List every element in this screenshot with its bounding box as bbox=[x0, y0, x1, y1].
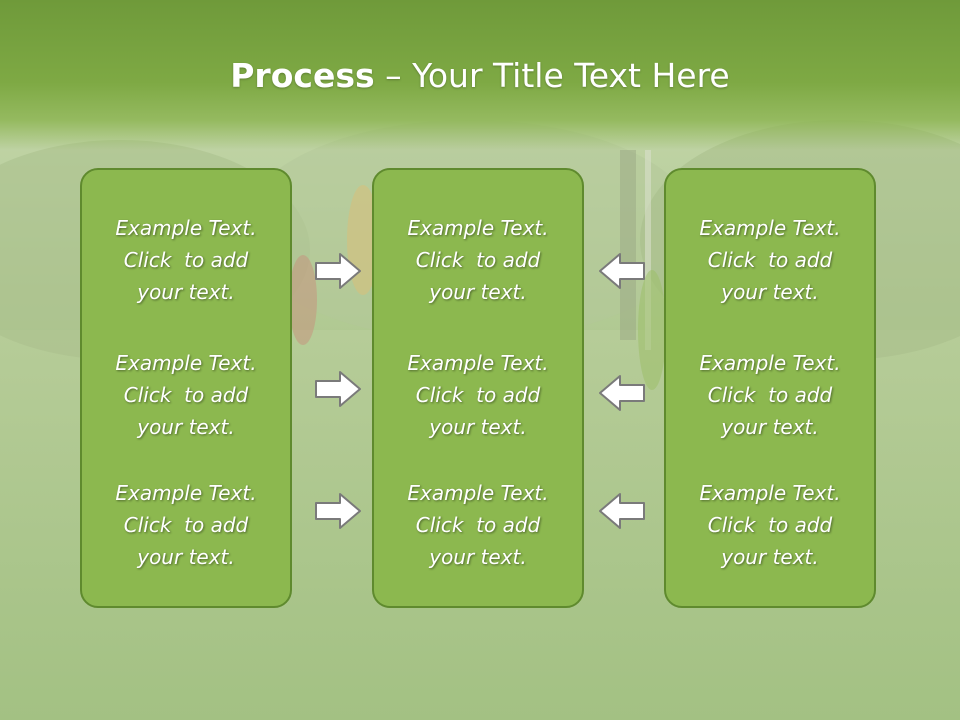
text-line: Click to add bbox=[707, 248, 833, 272]
arrow-left-icon bbox=[599, 375, 645, 411]
text-line: Click to add bbox=[123, 248, 249, 272]
text-line: Click to add bbox=[123, 383, 249, 407]
text-line: Click to add bbox=[415, 513, 541, 537]
text-item[interactable]: Example Text. Click to add your text. bbox=[666, 212, 874, 308]
text-item[interactable]: Example Text. Click to add your text. bbox=[374, 212, 582, 308]
arrow-right-icon bbox=[315, 253, 361, 289]
text-line: Example Text. bbox=[699, 351, 841, 375]
text-line: your text. bbox=[137, 280, 235, 304]
text-item[interactable]: Example Text. Click to add your text. bbox=[82, 212, 290, 308]
text-line: your text. bbox=[721, 415, 819, 439]
text-item[interactable]: Example Text. Click to add your text. bbox=[82, 477, 290, 573]
arrow-right-icon bbox=[315, 493, 361, 529]
title-rest: – Your Title Text Here bbox=[374, 56, 730, 95]
text-line: Example Text. bbox=[115, 216, 257, 240]
text-line: Click to add bbox=[123, 513, 249, 537]
slide-title[interactable]: Process – Your Title Text Here bbox=[0, 54, 960, 98]
arrow-left-icon bbox=[599, 253, 645, 289]
text-line: Example Text. bbox=[115, 481, 257, 505]
text-line: Example Text. bbox=[699, 481, 841, 505]
text-item[interactable]: Example Text. Click to add your text. bbox=[666, 477, 874, 573]
process-box-2[interactable]: Example Text. Click to add your text. Ex… bbox=[372, 168, 584, 608]
text-line: Click to add bbox=[707, 513, 833, 537]
text-line: your text. bbox=[137, 545, 235, 569]
text-line: Example Text. bbox=[407, 481, 549, 505]
process-box-1[interactable]: Example Text. Click to add your text. Ex… bbox=[80, 168, 292, 608]
text-item[interactable]: Example Text. Click to add your text. bbox=[666, 347, 874, 443]
arrow-left-icon bbox=[599, 493, 645, 529]
text-line: your text. bbox=[429, 415, 527, 439]
text-line: Click to add bbox=[415, 383, 541, 407]
text-line: your text. bbox=[429, 280, 527, 304]
text-line: Click to add bbox=[707, 383, 833, 407]
text-line: your text. bbox=[137, 415, 235, 439]
text-line: Click to add bbox=[415, 248, 541, 272]
text-line: your text. bbox=[721, 545, 819, 569]
arrow-right-icon bbox=[315, 371, 361, 407]
text-line: Example Text. bbox=[115, 351, 257, 375]
text-line: your text. bbox=[721, 280, 819, 304]
text-item[interactable]: Example Text. Click to add your text. bbox=[82, 347, 290, 443]
text-line: Example Text. bbox=[699, 216, 841, 240]
title-strong: Process bbox=[230, 56, 375, 95]
header-bar bbox=[0, 0, 960, 150]
process-box-3[interactable]: Example Text. Click to add your text. Ex… bbox=[664, 168, 876, 608]
text-line: Example Text. bbox=[407, 351, 549, 375]
text-line: your text. bbox=[429, 545, 527, 569]
text-item[interactable]: Example Text. Click to add your text. bbox=[374, 347, 582, 443]
text-line: Example Text. bbox=[407, 216, 549, 240]
text-item[interactable]: Example Text. Click to add your text. bbox=[374, 477, 582, 573]
